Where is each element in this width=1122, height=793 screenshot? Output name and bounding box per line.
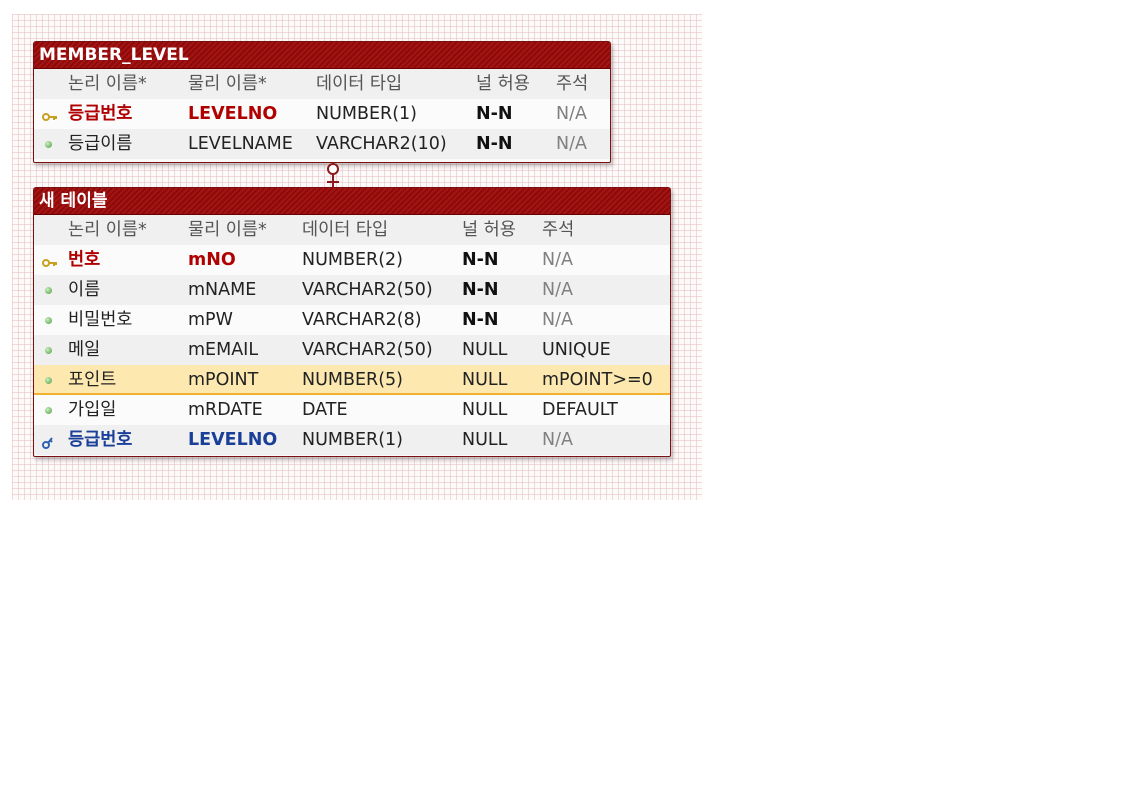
data-type: VARCHAR2(10) — [316, 134, 447, 154]
column-row[interactable]: 가입일 mRDATE DATE NULL DEFAULT — [34, 395, 670, 425]
physical-name: LEVELNAME — [188, 134, 293, 154]
column-header-row: 논리 이름* 물리 이름* 데이터 타입 널 허용 주석 — [34, 215, 670, 245]
data-type: VARCHAR2(8) — [302, 310, 422, 330]
column-dot-icon — [42, 284, 56, 296]
header-data-type: 데이터 타입 — [316, 74, 403, 94]
nullable: NULL — [462, 400, 508, 420]
logical-name: 등급번호 — [68, 430, 133, 450]
nullable: NULL — [462, 430, 508, 450]
nullable: N-N — [476, 134, 513, 154]
physical-name: mPW — [188, 310, 233, 330]
header-physical-name: 물리 이름* — [188, 74, 267, 94]
column-row[interactable]: 비밀번호 mPW VARCHAR2(8) N-N N/A — [34, 305, 670, 335]
nullable: N-N — [462, 280, 499, 300]
logical-name: 메일 — [68, 340, 101, 360]
header-comment: 주석 — [542, 220, 575, 240]
logical-name: 포인트 — [68, 370, 117, 390]
nullable: NULL — [462, 370, 508, 390]
data-type: NUMBER(1) — [302, 430, 404, 450]
nullable: N-N — [476, 104, 513, 124]
data-type: NUMBER(1) — [316, 104, 418, 124]
logical-name: 등급번호 — [68, 104, 133, 124]
physical-name: mPOINT — [188, 370, 259, 390]
physical-name: mNO — [188, 250, 236, 270]
nullable: N-N — [462, 250, 499, 270]
column-row-selected[interactable]: 포인트 mPOINT NUMBER(5) NULL mPOINT>=0 — [34, 365, 670, 395]
comment: DEFAULT — [542, 400, 618, 420]
comment: mPOINT>=0 — [542, 370, 653, 390]
header-data-type: 데이터 타입 — [302, 220, 389, 240]
column-dot-icon — [42, 404, 56, 416]
comment: N/A — [542, 280, 573, 300]
column-row[interactable]: 이름 mNAME VARCHAR2(50) N-N N/A — [34, 275, 670, 305]
column-row[interactable]: 등급이름 LEVELNAME VARCHAR2(10) N-N N/A — [34, 129, 610, 159]
data-type: DATE — [302, 400, 348, 420]
physical-name: LEVELNO — [188, 104, 278, 124]
column-dot-icon — [42, 374, 56, 386]
comment: UNIQUE — [542, 340, 611, 360]
column-dot-icon — [42, 314, 56, 326]
data-type: VARCHAR2(50) — [302, 340, 433, 360]
column-dot-icon — [42, 344, 56, 356]
column-row[interactable]: 번호 mNO NUMBER(2) N-N N/A — [34, 245, 670, 275]
header-comment: 주석 — [556, 74, 589, 94]
physical-name: mEMAIL — [188, 340, 259, 360]
header-logical-name: 논리 이름* — [68, 74, 147, 94]
nullable: N-N — [462, 310, 499, 330]
column-row[interactable]: 메일 mEMAIL VARCHAR2(50) NULL UNIQUE — [34, 335, 670, 365]
header-nullable: 널 허용 — [462, 220, 516, 240]
column-row[interactable]: 등급번호 LEVELNO NUMBER(1) NULL N/A — [34, 425, 670, 455]
data-type: VARCHAR2(50) — [302, 280, 433, 300]
column-dot-icon — [42, 138, 56, 150]
foreign-key-icon — [42, 434, 56, 449]
logical-name: 등급이름 — [68, 134, 133, 154]
diagram-canvas[interactable]: MEMBER_LEVEL 논리 이름* 물리 이름* 데이터 타입 널 허용 주… — [12, 14, 702, 500]
header-physical-name: 물리 이름* — [188, 220, 267, 240]
primary-key-icon — [42, 254, 57, 267]
physical-name: mNAME — [188, 280, 257, 300]
column-header-row: 논리 이름* 물리 이름* 데이터 타입 널 허용 주석 — [34, 69, 610, 99]
table-title[interactable]: MEMBER_LEVEL — [34, 42, 610, 69]
logical-name: 번호 — [68, 250, 101, 270]
comment: N/A — [542, 310, 573, 330]
data-type: NUMBER(2) — [302, 250, 404, 270]
logical-name: 가입일 — [68, 400, 117, 420]
nullable: NULL — [462, 340, 508, 360]
comment: N/A — [542, 250, 573, 270]
comment: N/A — [556, 134, 587, 154]
comment: N/A — [556, 104, 587, 124]
column-row[interactable]: 등급번호 LEVELNO NUMBER(1) N-N N/A — [34, 99, 610, 129]
logical-name: 비밀번호 — [68, 310, 133, 330]
table-member-level[interactable]: MEMBER_LEVEL 논리 이름* 물리 이름* 데이터 타입 널 허용 주… — [33, 41, 611, 163]
primary-key-icon — [42, 108, 57, 121]
physical-name: LEVELNO — [188, 430, 278, 450]
header-logical-name: 논리 이름* — [68, 220, 147, 240]
physical-name: mRDATE — [188, 400, 263, 420]
logical-name: 이름 — [68, 280, 101, 300]
table-title[interactable]: 새 테이블 — [34, 188, 670, 215]
header-nullable: 널 허용 — [476, 74, 530, 94]
table-new-table[interactable]: 새 테이블 논리 이름* 물리 이름* 데이터 타입 널 허용 주석 번호 mN… — [33, 187, 671, 457]
comment: N/A — [542, 430, 573, 450]
data-type: NUMBER(5) — [302, 370, 404, 390]
